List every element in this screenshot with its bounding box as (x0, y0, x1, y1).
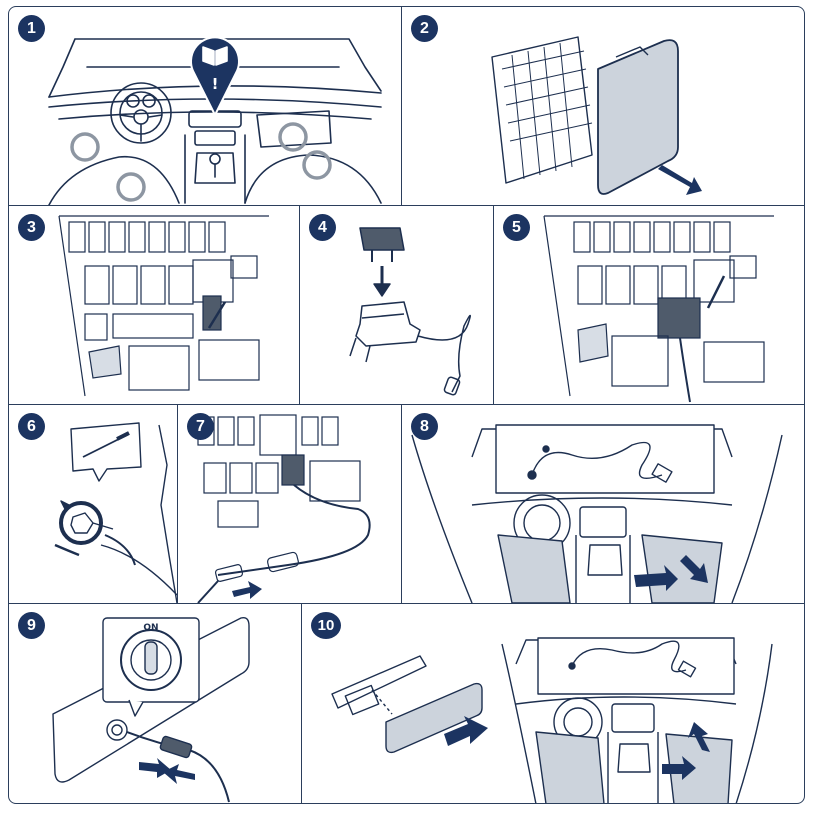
step-number-badge: 5 (503, 214, 530, 241)
step-9-panel: 9 ON (9, 604, 301, 803)
fuse-row (68, 221, 226, 253)
fuse-location-marker (116, 172, 146, 202)
ignition-on-label: ON (143, 623, 158, 633)
row-divider (9, 205, 804, 207)
fuse-location-marker (70, 132, 100, 162)
arrow-icon (662, 756, 696, 780)
step-number-badge: 3 (18, 214, 45, 241)
row-divider (9, 404, 804, 406)
arrow-icon (232, 581, 262, 599)
step-number-badge: 10 (311, 612, 341, 639)
step-10-panel: 10 (302, 604, 804, 803)
instruction-grid: 1 (8, 6, 805, 804)
step-3-panel: 3 (9, 206, 299, 404)
step-number-badge: 6 (18, 413, 45, 440)
arrow-icon (139, 758, 171, 778)
fuse-box-illustration (58, 215, 269, 397)
car-interior-illustration: ! (48, 36, 382, 205)
column-divider (177, 404, 179, 603)
step-2-panel: 2 (402, 7, 804, 205)
column-divider (301, 603, 303, 803)
arrow-icon (688, 722, 710, 752)
arrow-icon (680, 555, 708, 583)
connect-cable-illustration (197, 414, 371, 603)
reassemble-illustration (331, 637, 773, 803)
step-6-panel: 6 (9, 405, 177, 603)
remove-cover-illustration (491, 36, 702, 195)
step-number-badge: 2 (411, 15, 438, 42)
column-divider (299, 205, 301, 404)
step-5-panel: 5 (494, 206, 804, 404)
arrow-icon (163, 764, 195, 784)
step-number-badge: 1 (18, 15, 45, 42)
step-number-badge: 4 (309, 214, 336, 241)
manual-marker: ! (212, 75, 219, 93)
fuse-adapter (657, 297, 701, 339)
key-icon (144, 641, 158, 675)
book-icon (202, 46, 228, 66)
step-7-panel: 7 (178, 405, 401, 603)
column-divider (401, 404, 403, 603)
step-number-badge: 7 (187, 413, 214, 440)
fuse-location-marker (278, 122, 308, 152)
ignition-on-illustration: ON (52, 616, 250, 803)
arrow-icon (634, 565, 678, 591)
cable-callout (495, 424, 715, 494)
ground-screw-illustration (54, 422, 177, 603)
column-divider (493, 205, 495, 404)
route-cable-illustration (411, 424, 783, 603)
fuse-icon (359, 227, 405, 251)
fuse-location-marker (302, 150, 332, 180)
fuse-adapter-illustration (349, 227, 471, 396)
step-1-panel: 1 (9, 7, 401, 205)
row-divider (9, 603, 804, 605)
arrow-icon (658, 165, 702, 195)
fuse-box-cover (597, 39, 679, 195)
column-divider (401, 7, 403, 205)
step-4-panel: 4 (300, 206, 493, 404)
step-number-badge: 9 (18, 612, 45, 639)
screwdriver-callout (70, 422, 142, 482)
arrow-icon (444, 716, 488, 746)
cable-callout (537, 637, 735, 695)
step-8-panel: 8 (402, 405, 804, 603)
screw-icon (70, 512, 94, 534)
install-adapter-illustration (543, 215, 774, 403)
target-fuse (202, 295, 222, 331)
step-number-badge: 8 (411, 413, 438, 440)
